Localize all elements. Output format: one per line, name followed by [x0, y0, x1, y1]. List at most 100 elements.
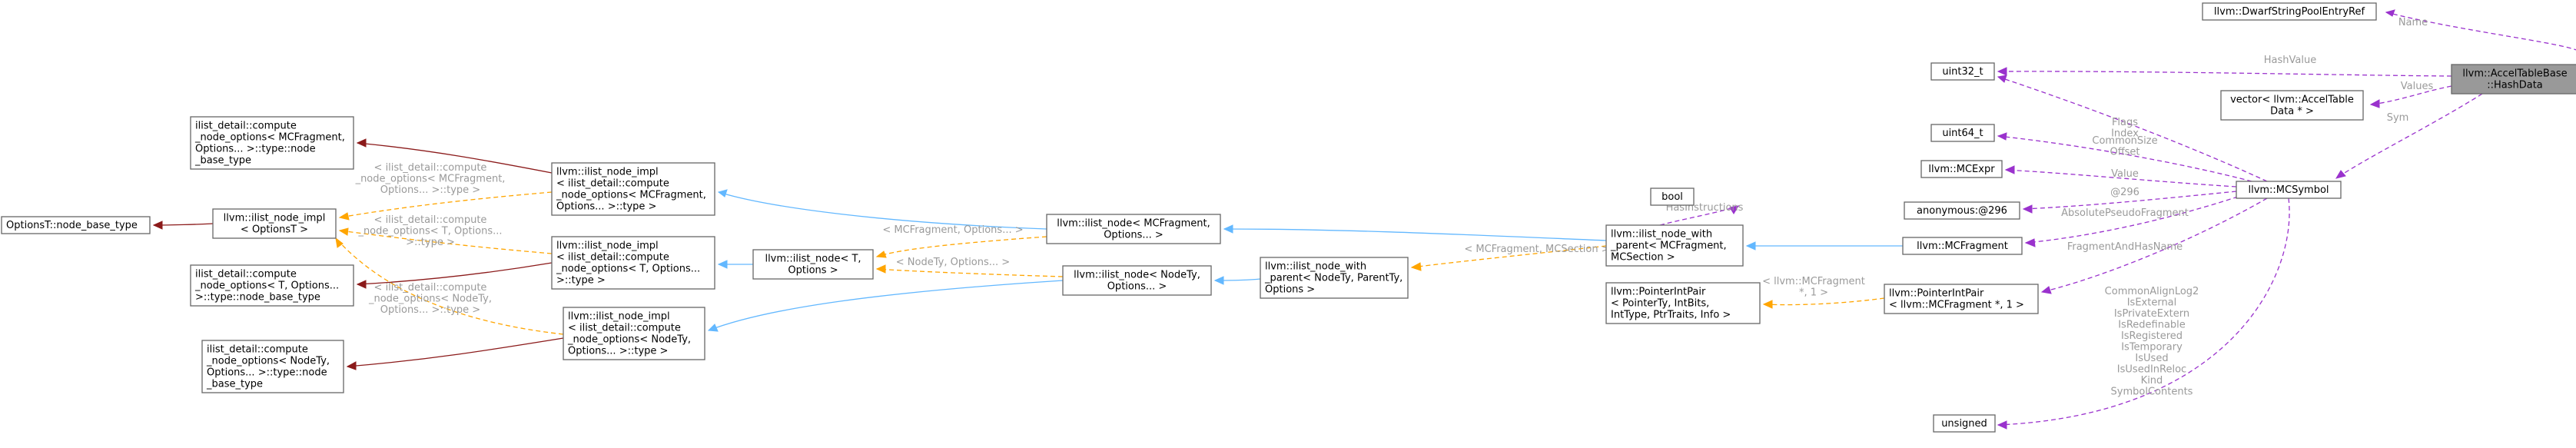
node-ilist-node-with-parent-generic[interactable]: llvm::ilist_node_with_parent< NodeTy, Pa… — [1260, 257, 1409, 299]
node-ilist-node-impl-mc[interactable]: llvm::ilist_node_impl< ilist_detail::com… — [551, 162, 715, 216]
node-label-line: uint64_t — [1942, 128, 1983, 139]
edge-label-abs-pseudo: AbsolutePseudoFragment — [2061, 207, 2189, 219]
edge-inherit-compute-mc — [356, 138, 553, 174]
node-dwarf-string-pool[interactable]: llvm::DwarfStringPoolEntryRef — [2202, 2, 2377, 21]
edge-usage-at296 — [2022, 191, 2237, 214]
edge-arrowhead — [717, 260, 728, 269]
node-label-line: MCSection > — [1611, 252, 1675, 264]
node-ilist-node-nodety[interactable]: llvm::ilist_node< NodeTy,Options... > — [1062, 265, 1212, 296]
node-ilist-node-impl-t[interactable]: llvm::ilist_node_impl< ilist_detail::com… — [551, 236, 715, 290]
node-box — [551, 162, 715, 216]
node-label-line: bool — [1661, 191, 1683, 203]
node-label-line: llvm::ilist_node_impl — [224, 213, 326, 224]
node-box — [190, 116, 354, 170]
edge-label-line: IsRedefinable — [2118, 320, 2186, 331]
edge-arrowhead — [1223, 224, 1233, 234]
node-anonymous[interactable]: anonymous:@296 — [1904, 201, 2020, 220]
edge-line — [1997, 135, 2252, 182]
node-ilist-node-t[interactable]: llvm::ilist_node< T,Options > — [752, 249, 874, 280]
edge-label-sym: Sym — [2387, 112, 2409, 124]
node-box — [2202, 2, 2377, 21]
edge-label-compute-nodety-impl: < ilist_detail::compute_node_options< No… — [368, 282, 492, 316]
node-label-line: llvm::ilist_node_impl — [556, 241, 659, 252]
edge-line — [1659, 205, 1739, 226]
node-label-line: IntType, PtrTraits, Info > — [1611, 310, 1731, 321]
edge-usage-abs-pseudo — [2024, 196, 2239, 247]
edge-arrowhead — [2335, 170, 2346, 179]
edge-line — [1997, 71, 2452, 77]
node-ilist-node-impl-nodety[interactable]: llvm::ilist_node_impl< ilist_detail::com… — [563, 307, 705, 360]
edge-line — [2370, 85, 2452, 105]
edge-label-line: FragmentAndHasName — [2067, 241, 2183, 253]
node-optionst-base[interactable]: OptionsT::node_base_type — [1, 216, 151, 234]
node-ilist-node-mc[interactable]: llvm::ilist_node< MCFragment,Options... … — [1046, 214, 1221, 244]
node-bool[interactable]: bool — [1650, 187, 1695, 206]
node-label-line: _parent< NodeTy, ParentTy, — [1264, 273, 1403, 284]
edge-usage-name — [2385, 9, 2576, 51]
edge-template-compute-mc-impl — [338, 191, 553, 221]
node-label-line: _node_options< T, Options... — [194, 280, 339, 292]
node-label-line: _node_options< NodeTy, — [206, 356, 330, 367]
edge-label-line: IsUsed — [2135, 353, 2168, 364]
edge-label-line: CommonSize — [2092, 135, 2157, 147]
edge-inherit-impl-mc — [717, 189, 1047, 230]
edge-arrowhead — [717, 189, 728, 197]
node-box — [1260, 257, 1409, 299]
node-uint64[interactable]: uint64_t — [1930, 124, 1995, 142]
edge-line — [718, 191, 1047, 230]
node-compute-mc[interactable]: ilist_detail::compute_node_options< MCFr… — [190, 116, 354, 170]
edge-template-with-parent — [1410, 245, 1607, 271]
edge-labels-layer: NameHashValueValuesSymFlagsIndexCommonSi… — [355, 17, 2434, 398]
edge-label-mcfragment-options: < MCFragment, Options... > — [882, 224, 1023, 236]
node-label-line: _node_options< NodeTy, — [567, 334, 691, 346]
node-compute-t[interactable]: ilist_detail::compute_node_options< T, O… — [190, 264, 354, 307]
node-uint32[interactable]: uint32_t — [1930, 62, 1995, 81]
edge-line — [1411, 245, 1607, 268]
edge-line — [876, 268, 1064, 277]
node-box — [1884, 284, 2039, 314]
node-label-line: vector< llvm::AccelTable — [2230, 95, 2354, 106]
edge-arrowhead — [2369, 99, 2380, 108]
edge-arrowhead — [875, 251, 887, 258]
edge-arrowhead — [2004, 165, 2015, 174]
edge-label-name: Name — [2398, 17, 2428, 28]
node-unsigned[interactable]: unsigned — [1933, 414, 1996, 433]
edge-label-line: < ilist_detail::compute — [374, 162, 487, 174]
node-mcsymbol[interactable]: llvm::MCSymbol — [2236, 181, 2342, 199]
edge-inherit-optionst-base — [152, 221, 214, 230]
node-box — [2451, 64, 2576, 95]
edge-arrowhead — [1997, 67, 2007, 76]
node-label-line: OptionsT::node_base_type — [6, 220, 138, 231]
node-box — [1904, 201, 2020, 220]
node-pointer-int-pair-generic[interactable]: llvm::PointerIntPair< PointerTy, IntBits… — [1605, 282, 1761, 324]
node-label-line: < ilist_detail::compute — [556, 178, 669, 190]
node-mcexpr[interactable]: llvm::MCExpr — [1920, 160, 2003, 178]
node-ilist-node-impl-optionst[interactable]: llvm::ilist_node_impl< OptionsT > — [212, 208, 337, 239]
edge-line — [357, 142, 553, 174]
edge-label-line: Values — [2401, 81, 2434, 92]
edge-inherit-compute-t — [356, 262, 553, 289]
node-label-line: llvm::ilist_node< NodeTy, — [1074, 270, 1200, 281]
edge-label-compute-t-impl: < ilist_detail::compute_node_options< T,… — [357, 214, 502, 248]
node-compute-nodety[interactable]: ilist_detail::compute_node_options< Node… — [201, 340, 344, 393]
edge-label-mcfragment-mcsection: < MCFragment, MCSection > — [1464, 244, 1609, 255]
node-ilist-node-with-parent-mc[interactable]: llvm::ilist_node_with_parent< MCFragment… — [1605, 224, 1744, 267]
nodes-layer: llvm::AccelTableBase::HashData llvm::Dwar… — [1, 2, 2576, 433]
edge-line — [153, 223, 214, 226]
edge-label-line: SymbolContents — [2111, 387, 2193, 398]
edge-label-line: IsRegistered — [2121, 330, 2183, 342]
edge-template-ilist-nodety — [875, 264, 1064, 277]
edge-label-line: IsUsedInReloc — [2117, 364, 2186, 376]
node-box — [190, 264, 354, 307]
edge-arrowhead — [1745, 241, 1756, 251]
node-accel-table-base[interactable]: llvm::AccelTableBase::HashData — [2451, 64, 2576, 95]
node-pointer-int-pair-mc[interactable]: llvm::PointerIntPair< llvm::MCFragment *… — [1884, 284, 2039, 314]
edge-arrowhead — [2040, 286, 2052, 294]
node-mcfragment[interactable]: llvm::MCFragment — [1902, 237, 2023, 255]
edge-label-line: _node_options< NodeTy, — [368, 294, 492, 305]
edge-usage-unsigned — [1997, 197, 2290, 430]
edge-line — [876, 236, 1047, 257]
